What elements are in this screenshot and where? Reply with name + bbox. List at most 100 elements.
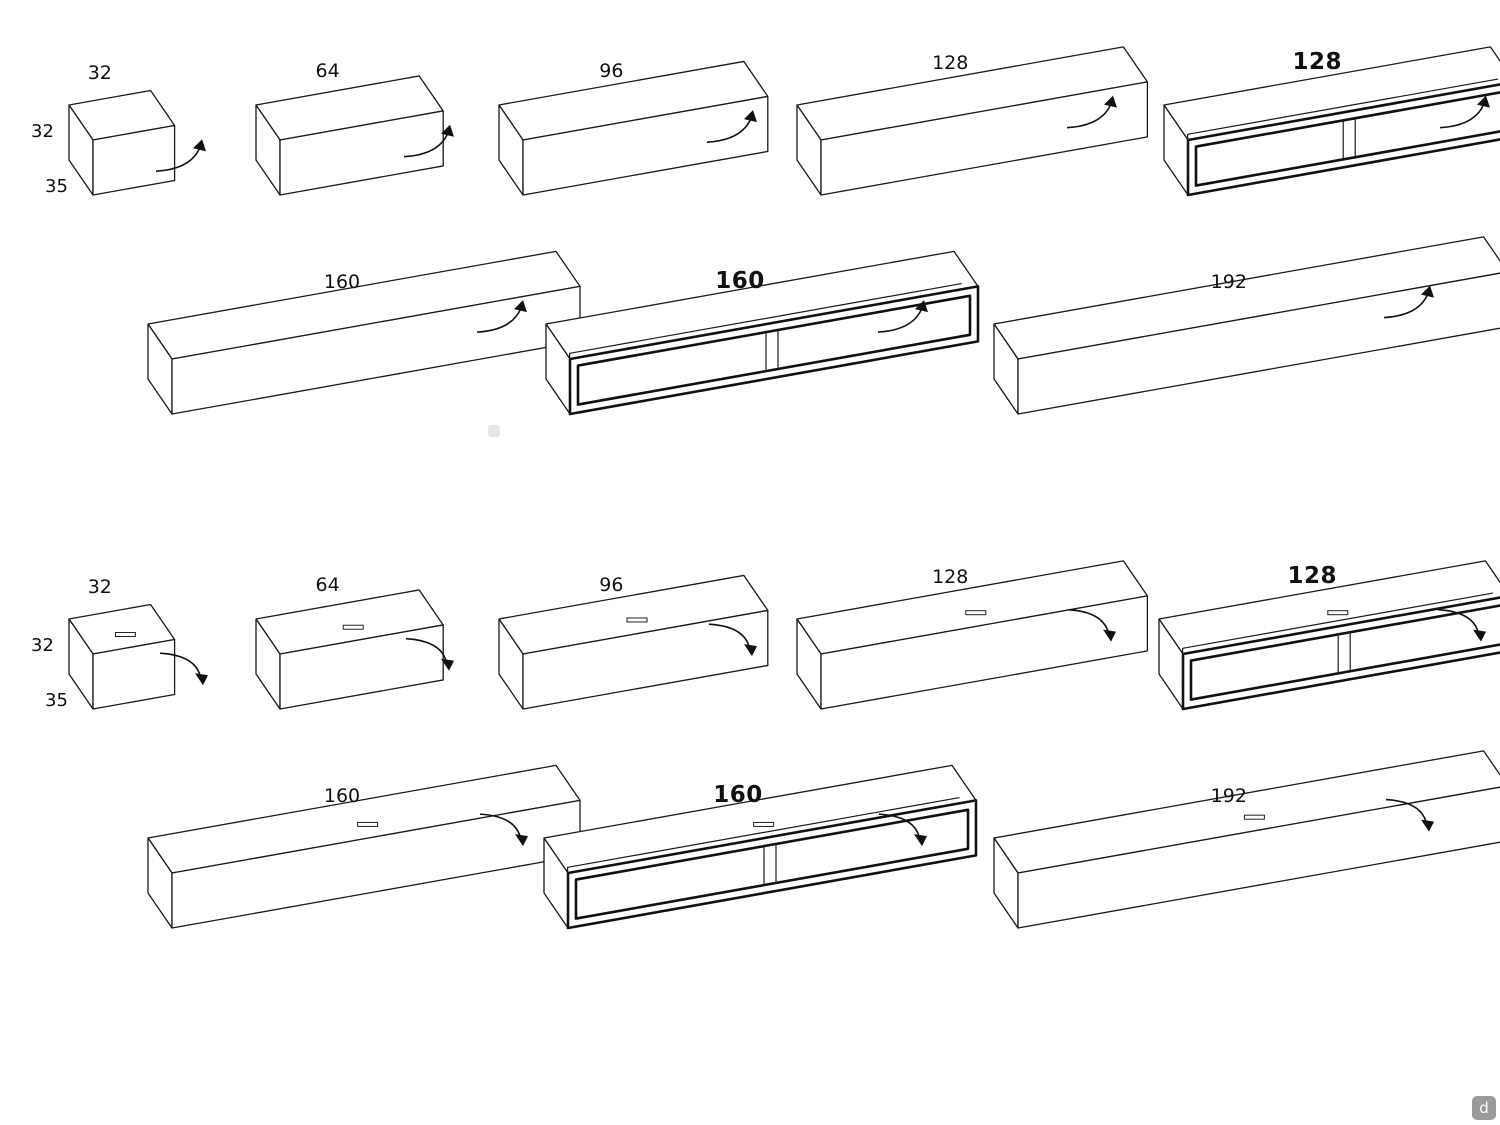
open-up-arrow-icon — [476, 307, 522, 333]
module-closed: 96 — [498, 60, 769, 196]
module-closed: 96 — [498, 574, 769, 710]
module-row-4: 160 160 192 — [147, 750, 1500, 930]
front-face — [279, 110, 444, 196]
width-label: 32 — [88, 62, 112, 84]
arrow-head-icon — [1473, 629, 1486, 642]
inner-shelf — [1186, 78, 1499, 174]
handle-icon — [1243, 814, 1265, 820]
module-closed: 32 — [68, 62, 206, 196]
arrow-head-icon — [1477, 95, 1490, 108]
width-label: 160 — [715, 268, 765, 294]
arrow-head-icon — [744, 644, 757, 657]
width-label: 160 — [713, 782, 763, 808]
dimension-legend-1: 32 35 — [31, 121, 68, 197]
module-closed: 64 — [255, 60, 454, 196]
module-row-1: 32 64 96 128 128 — [68, 46, 1500, 197]
front-face — [92, 638, 176, 710]
inner-shelf — [1181, 592, 1494, 688]
module-closed: 160 — [147, 764, 581, 929]
width-label: 128 — [932, 566, 968, 588]
arrow-head-icon — [514, 300, 527, 313]
open-up-arrow-icon — [1066, 103, 1112, 129]
height-label: 32 — [31, 121, 54, 142]
handle-icon — [342, 624, 364, 630]
flap-down-arrow-icon — [479, 813, 521, 837]
arrow-head-icon — [914, 834, 927, 847]
arrow-head-icon — [515, 834, 528, 847]
front-face — [1017, 272, 1500, 415]
arrow-head-icon — [193, 139, 206, 152]
glass-frame-inner — [1189, 604, 1500, 701]
arrow-head-icon — [1104, 95, 1117, 108]
width-label: 32 — [88, 576, 112, 598]
flap-down-arrow-icon — [878, 813, 920, 837]
module-closed: 128 — [796, 560, 1149, 710]
front-face — [171, 799, 581, 929]
arrow-head-icon — [195, 673, 208, 686]
width-label: 64 — [316, 574, 340, 596]
width-label: 128 — [1292, 49, 1342, 75]
module-closed: 64 — [255, 574, 454, 710]
arrow-head-icon — [441, 124, 454, 137]
open-up-arrow-icon — [155, 146, 201, 173]
module-glass-frame: 128 — [1163, 46, 1500, 197]
inner-shelf — [568, 282, 962, 393]
width-label: 192 — [1211, 785, 1247, 807]
width-label: 192 — [1211, 271, 1247, 293]
front-face — [171, 285, 581, 415]
depth-label: 35 — [45, 176, 68, 197]
open-up-arrow-icon — [1383, 293, 1429, 319]
flap-down-arrow-icon — [708, 623, 750, 647]
open-up-arrow-icon — [1439, 103, 1485, 129]
glass-frame-inner — [574, 808, 970, 920]
front-face — [522, 609, 769, 710]
glass-frame-inner — [576, 294, 972, 406]
front-face — [1017, 786, 1500, 929]
flap-down-arrow-icon — [1067, 608, 1109, 632]
arrow-head-icon — [1421, 285, 1434, 298]
open-up-arrow-icon — [706, 117, 752, 143]
module-glass-frame: 128 — [1158, 560, 1500, 711]
module-closed: 192 — [993, 236, 1500, 415]
open-up-arrow-icon — [877, 307, 923, 333]
arrow-head-icon — [1103, 629, 1116, 642]
stray-mark — [488, 425, 500, 437]
module-row-3: 32 64 96 128 128 — [68, 560, 1500, 711]
width-label: 64 — [316, 60, 340, 82]
handle-icon — [753, 821, 775, 827]
height-label: 32 — [31, 635, 54, 656]
front-face — [820, 595, 1149, 710]
flap-down-arrow-icon — [159, 652, 201, 676]
handle-icon — [357, 821, 379, 827]
arrow-head-icon — [1421, 819, 1434, 832]
module-closed: 128 — [796, 46, 1149, 196]
flap-down-arrow-icon — [1437, 608, 1479, 632]
module-closed: 32 — [68, 576, 208, 710]
module-row-2: 160 160 192 — [147, 236, 1500, 416]
width-label: 128 — [1287, 563, 1337, 589]
open-up-arrow-icon — [403, 132, 449, 158]
front-face — [92, 124, 176, 196]
module-glass-frame: 160 — [545, 250, 980, 416]
width-label: 160 — [324, 271, 360, 293]
depth-label: 35 — [45, 690, 68, 711]
handle-icon — [965, 610, 987, 616]
handle-icon — [626, 617, 648, 623]
watermark-logo: d — [1472, 1096, 1496, 1120]
width-label: 96 — [599, 574, 623, 596]
handle-icon — [1327, 610, 1349, 616]
front-face — [820, 81, 1149, 196]
front-face — [279, 624, 444, 710]
arrow-head-icon — [744, 110, 757, 123]
flap-down-arrow-icon — [405, 637, 447, 661]
module-closed: 160 — [147, 250, 581, 415]
inner-shelf — [566, 796, 960, 907]
width-label: 96 — [599, 60, 623, 82]
arrow-head-icon — [915, 300, 928, 313]
width-label: 160 — [324, 785, 360, 807]
glass-frame-inner — [1194, 91, 1500, 187]
flap-down-arrow-icon — [1385, 798, 1427, 822]
module-glass-frame: 160 — [543, 764, 978, 930]
front-face — [522, 95, 769, 196]
